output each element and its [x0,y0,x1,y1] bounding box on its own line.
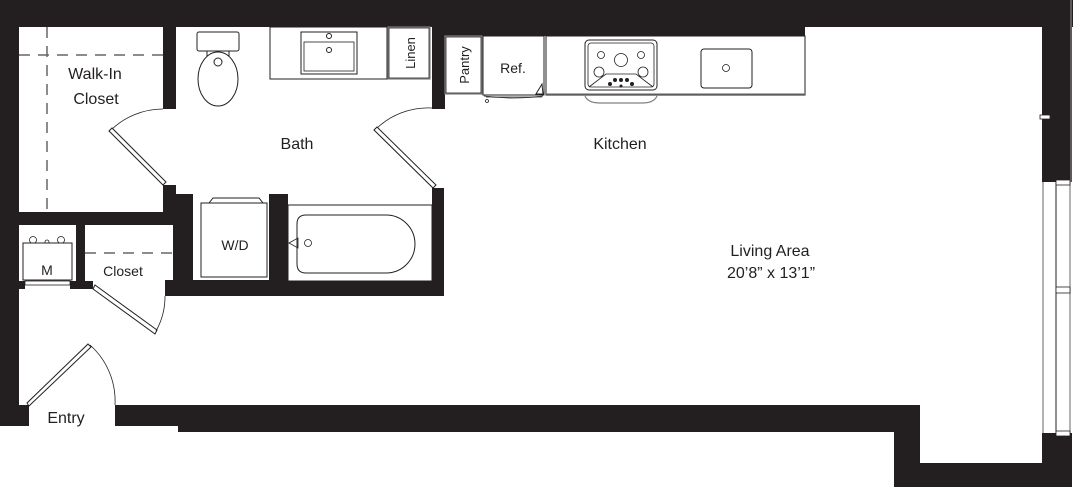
living-area-label: Living Area [730,243,809,260]
refrigerator: Ref. [482,35,545,103]
pantry-label: Pantry [457,46,472,84]
entry-label: Entry [47,410,84,427]
walk-in-closet-door[interactable] [108,108,167,186]
washer-dryer: W/D [200,197,268,278]
entry-door[interactable] [26,343,116,407]
kitchen-sink-icon [700,48,753,89]
bath-door[interactable] [373,107,437,189]
toilet-icon [196,31,240,107]
kitchen: Pantry Ref. [444,35,806,153]
refrigerator-label: Ref. [500,60,526,76]
window [1039,0,1072,437]
bath-vanity [269,26,388,80]
linen-closet: Linen [387,26,431,80]
closet-door[interactable] [92,284,166,335]
mechanical-label: M [41,262,53,278]
washer-dryer-label: W/D [221,237,248,253]
living-area-dimensions: 20’8” x 13’1” [727,265,815,282]
walk-in-closet: Walk-In Closet [19,27,163,212]
mechanical: M [22,236,73,286]
interior-walls [19,27,445,296]
linen-label: Linen [403,37,418,69]
walk-in-closet-label-2: Closet [73,91,119,108]
bath-label: Bath [281,136,314,153]
walk-in-closet-label: Walk-In [68,66,122,83]
bathtub [287,204,433,282]
kitchen-label: Kitchen [593,136,646,153]
living-area: Living Area 20’8” x 13’1” [727,243,815,282]
bath: Linen Bath W/D [196,26,433,282]
closet-label: Closet [103,263,143,279]
pantry: Pantry [444,35,483,95]
closet: Closet [85,252,173,279]
cooktop-icon [584,39,658,104]
